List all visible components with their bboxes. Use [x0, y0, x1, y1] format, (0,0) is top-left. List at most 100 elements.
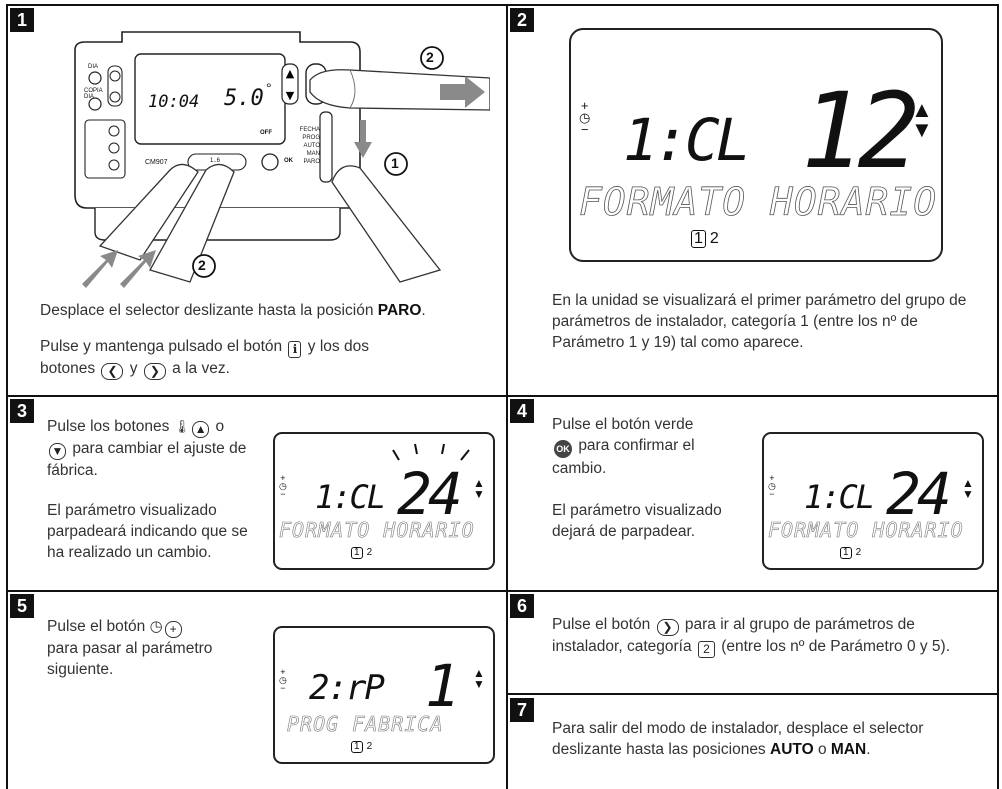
step-4-param: 1:CL: [804, 478, 875, 516]
step-3-instruction-1: Pulse los botones 🌡▲ o ▼ para cambiar el…: [47, 416, 267, 481]
divider-row1: [6, 395, 999, 397]
step-5-param: 2:rP: [309, 668, 385, 708]
step-1-instruction-1: Desplace el selector deslizante hasta la…: [40, 300, 500, 321]
callout-2-bottom: 2: [198, 257, 206, 273]
step-7-number: 7: [510, 698, 534, 722]
device-slider-labels: FECHA PROG AUTO MAN PARO: [288, 126, 320, 166]
step-7-text: Para salir del modo de instalador, despl…: [552, 720, 924, 758]
group-2: 2: [366, 741, 373, 752]
left-arrow-button-icon: ❮: [101, 363, 124, 380]
step-1-text-b: y los dos: [307, 338, 369, 355]
device-lcd-degree: °: [266, 80, 272, 96]
step-3-text-a: Pulse los botones: [47, 418, 170, 435]
step-4-instruction-2: El parámetro visualizado dejará de parpa…: [552, 502, 722, 540]
group-1-selected: 1: [840, 547, 852, 559]
step-1-text-c: botones: [40, 360, 96, 377]
step-3-param: 1:CL: [315, 478, 386, 516]
group-2: 2: [855, 547, 862, 558]
plus-button-icon: +: [164, 621, 182, 638]
down-button-icon: ▼: [49, 443, 66, 460]
step-6-number: 6: [510, 594, 534, 618]
step-4-instruction-1: Pulse el botón verde OK para confirmar e…: [552, 414, 752, 479]
group-2: 2: [709, 230, 719, 247]
slider-label-paro: PARO: [303, 159, 320, 165]
step-4-text-a: Pulse el botón verde: [552, 416, 694, 433]
step-3-instruction-2: El parámetro visualizado parpadeará indi…: [47, 502, 248, 561]
step-4-value: 24: [886, 460, 952, 528]
step-2-lcd-text: FORMATO HORARIO: [579, 180, 938, 225]
step-1-text-d: y: [129, 360, 138, 377]
step-1-number: 1: [10, 8, 34, 32]
clock-plus-minus-icon: +◷−: [768, 473, 776, 499]
step-4-number: 4: [510, 399, 534, 423]
category-2-box: 2: [697, 641, 715, 658]
thermostat-device-drawing: ▲ ▼: [74, 31, 491, 288]
clock-plus-minus-icon: +◷−: [279, 473, 287, 499]
right-arrow-button-icon: ❯: [143, 363, 166, 380]
right-arrow-button-icon: ❯: [656, 619, 679, 636]
clock-plus-minus-icon: +◷−: [579, 98, 591, 137]
step-3-text-b: o: [215, 418, 225, 435]
step-5-text-b: para pasar al parámetro siguiente.: [47, 640, 213, 678]
border-top: [6, 4, 999, 6]
up-button-icon: ▲: [192, 421, 210, 438]
step-5-value: 1: [425, 652, 460, 720]
thermostat-illustration: ▲ ▼ 10:04 5.0 ° OFF DIA: [20, 20, 491, 290]
ok-button-icon: OK: [554, 440, 572, 458]
blink-rays-icon: [392, 443, 470, 461]
group-1-selected: 1: [691, 230, 706, 248]
step-1-bold-paro: PARO: [377, 302, 422, 319]
device-lcd-time: 10:04: [148, 92, 200, 112]
clock-plus-minus-icon: +◷−: [279, 667, 287, 693]
device-lcd-off: OFF: [260, 130, 272, 136]
step-1-text-a: Pulse y mantenga pulsado el botón: [40, 338, 283, 355]
step-4-lcd-text: FORMATO HORARIO: [768, 518, 964, 543]
step-4-text-b: para confirmar el cambio.: [552, 437, 695, 477]
group-2: 2: [366, 547, 373, 558]
svg-text:▲: ▲: [286, 67, 295, 80]
step-2-param: 1:CL: [623, 106, 751, 174]
step-3-text-c: para cambiar el ajuste de fábrica.: [47, 440, 247, 479]
device-label-dia: DIA: [88, 64, 99, 70]
step-7-bold-auto: AUTO: [770, 741, 814, 758]
step-2-number: 2: [510, 8, 534, 32]
divider-row3-right: [506, 693, 999, 695]
callout-2-top: 2: [426, 49, 434, 65]
step-5-number: 5: [10, 594, 34, 618]
step-6-instruction: Pulse el botón ❯ para ir al grupo de par…: [552, 614, 977, 658]
slider-label-fecha: FECHA: [299, 127, 320, 133]
step-2-instruction: En la unidad se visualizará el primer pa…: [552, 292, 967, 351]
up-down-arrows-icon: ▲▼: [473, 666, 485, 691]
group-1-selected: 1: [351, 741, 363, 753]
step-3-number: 3: [10, 399, 34, 423]
slider-label-auto: AUTO: [303, 143, 320, 149]
step-7-instruction: Para salir del modo de instalador, despl…: [552, 718, 977, 760]
step-2-value: 12: [801, 70, 920, 192]
step-5-lcd-text: PROG FABRICA: [287, 712, 444, 737]
step-1-text-e: a la vez.: [172, 360, 230, 377]
device-lcd-temp: 5.0: [224, 86, 264, 111]
clock-icon: ◷: [149, 618, 163, 635]
thermometer-icon: 🌡: [173, 419, 191, 434]
step-6-text-b: para ir al grupo de parámetros de instal…: [552, 616, 915, 655]
slider-label-prog: PROG: [302, 135, 320, 141]
step-3-lcd-text: FORMATO HORARIO: [279, 518, 475, 543]
device-model: CM907: [145, 159, 168, 166]
up-down-arrows-icon: ▲▼: [962, 476, 974, 501]
up-down-arrows-icon: ▲▼: [911, 97, 933, 142]
group-1-selected: 1: [351, 547, 363, 559]
step-6-text-a: Pulse el botón: [552, 616, 651, 633]
step-5-instruction: Pulse el botón ◷+ para pasar al parámetr…: [47, 616, 257, 680]
step-6-text-c: (entre los nº de Parámetro 0 y 5).: [721, 638, 951, 655]
device-mid-button-label: 1..6: [210, 158, 221, 164]
svg-text:▼: ▼: [286, 89, 295, 102]
step-3-value: 24: [397, 460, 463, 528]
step-1-text: Desplace el selector deslizante hasta la…: [40, 302, 378, 319]
info-button-icon: ℹ: [288, 341, 302, 358]
